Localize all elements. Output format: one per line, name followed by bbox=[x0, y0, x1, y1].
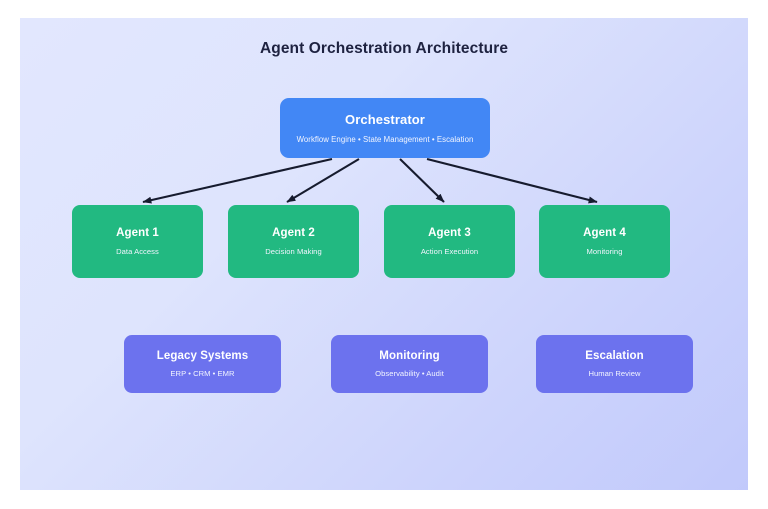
arrow-orchestrator-to-agent-4 bbox=[426, 157, 598, 204]
diagram-canvas: Agent Orchestration Architecture Orchest… bbox=[20, 18, 748, 490]
node-monitoring-subtitle: Observability • Audit bbox=[375, 369, 444, 378]
node-escalation-label: Escalation bbox=[585, 350, 644, 362]
node-agent-1-subtitle: Data Access bbox=[116, 247, 159, 256]
node-agent-1[interactable]: Agent 1 Data Access bbox=[72, 205, 203, 278]
node-monitoring-label: Monitoring bbox=[379, 350, 440, 362]
node-agent-3-label: Agent 3 bbox=[428, 227, 471, 239]
arrow-orchestrator-to-agent-3 bbox=[399, 158, 445, 203]
node-agent-4[interactable]: Agent 4 Monitoring bbox=[539, 205, 670, 278]
node-agent-2-subtitle: Decision Making bbox=[265, 247, 322, 256]
node-legacy-systems-subtitle: ERP • CRM • EMR bbox=[170, 369, 235, 378]
node-agent-2[interactable]: Agent 2 Decision Making bbox=[228, 205, 359, 278]
diagram-title: Agent Orchestration Architecture bbox=[259, 40, 509, 57]
node-monitoring[interactable]: Monitoring Observability • Audit bbox=[331, 335, 488, 393]
node-orchestrator-label: Orchestrator bbox=[345, 111, 425, 127]
node-agent-4-label: Agent 4 bbox=[583, 227, 626, 239]
node-escalation-subtitle: Human Review bbox=[588, 369, 641, 378]
arrow-orchestrator-to-agent-1 bbox=[142, 157, 333, 204]
node-agent-3-subtitle: Action Execution bbox=[420, 247, 479, 256]
node-agent-2-label: Agent 2 bbox=[272, 227, 315, 239]
node-agent-3[interactable]: Agent 3 Action Execution bbox=[384, 205, 515, 278]
node-escalation[interactable]: Escalation Human Review bbox=[536, 335, 693, 393]
node-agent-4-subtitle: Monitoring bbox=[586, 247, 623, 256]
node-orchestrator-subtitle: Workflow Engine • State Management • Esc… bbox=[296, 134, 474, 144]
node-agent-1-label: Agent 1 bbox=[116, 227, 159, 239]
arrow-orchestrator-to-agent-2 bbox=[286, 158, 360, 203]
node-legacy-systems[interactable]: Legacy Systems ERP • CRM • EMR bbox=[124, 335, 281, 393]
node-legacy-systems-label: Legacy Systems bbox=[156, 350, 249, 362]
node-orchestrator[interactable]: Orchestrator Workflow Engine • State Man… bbox=[280, 98, 490, 158]
